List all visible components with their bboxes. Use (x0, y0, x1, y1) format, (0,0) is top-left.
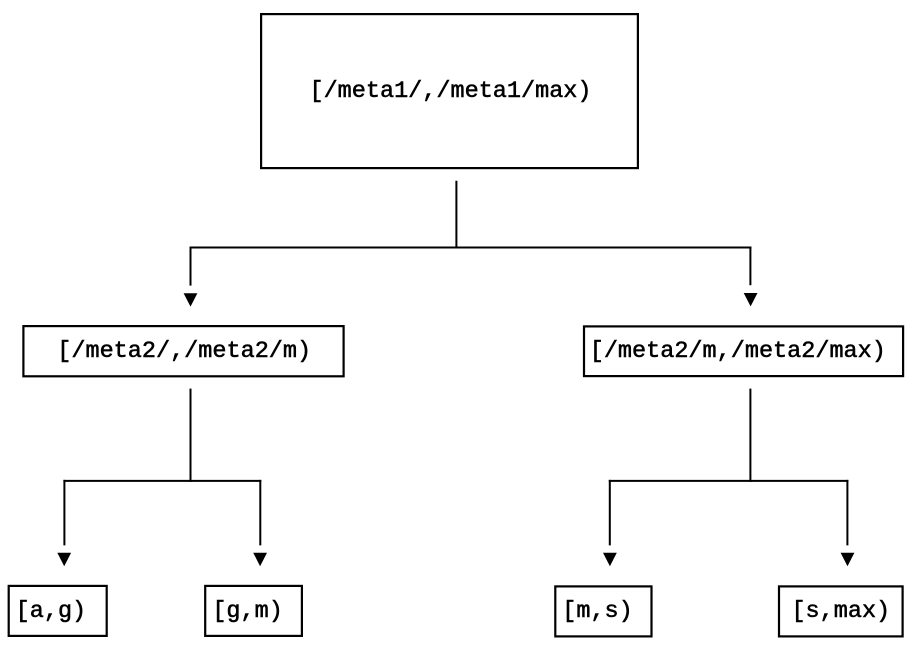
svg-text:[/meta2/,/meta2/m): [/meta2/,/meta2/m) (57, 338, 311, 365)
svg-text:[/meta1/,/meta1/max): [/meta1/,/meta1/max) (309, 78, 591, 105)
svg-text:[g,m): [g,m) (212, 598, 283, 625)
svg-text:[s,max): [s,max) (791, 598, 890, 625)
svg-text:[m,s): [m,s) (562, 598, 633, 625)
svg-text:[a,g): [a,g) (16, 598, 87, 625)
svg-text:[/meta2/m,/meta2/max): [/meta2/m,/meta2/max) (590, 338, 886, 365)
